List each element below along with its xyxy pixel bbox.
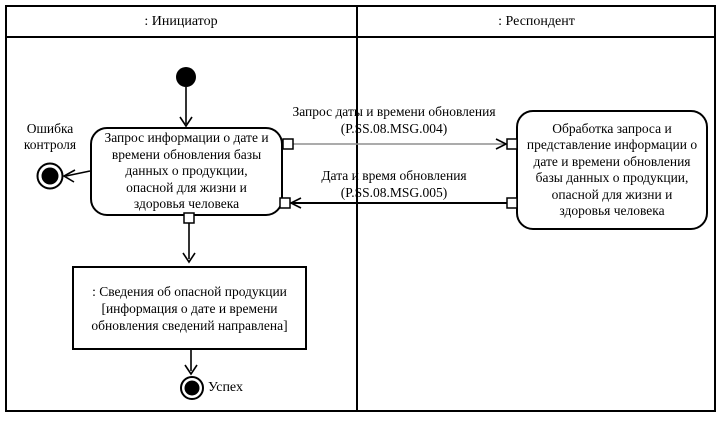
message-response-code: (P.SS.08.MSG.005) bbox=[340, 185, 448, 200]
object-node-state: [информация о дате и времени обновления … bbox=[91, 300, 288, 333]
lane-header-divider bbox=[5, 36, 716, 38]
lane-header-initiator: : Инициатор bbox=[144, 14, 218, 29]
object-node-name: : Сведения об опасной продукции bbox=[92, 283, 287, 299]
activity-initiator-label: Запрос информации о дате и времени обнов… bbox=[104, 130, 269, 212]
activity-respondent-box: Обработка запроса и представление информ… bbox=[516, 110, 708, 230]
object-node-box: : Сведения об опасной продукции [информа… bbox=[72, 266, 307, 350]
lane-header-respondent: : Респондент bbox=[498, 14, 575, 29]
activity-respondent-label: Обработка запроса и представление информ… bbox=[526, 120, 698, 219]
activity-initiator-box: Запрос информации о дате и времени обнов… bbox=[90, 127, 283, 216]
error-final-label: Ошибка контроля bbox=[23, 121, 77, 152]
swimlane-frame bbox=[5, 5, 716, 412]
message-request-label: Запрос даты и времени обновления (P.SS.0… bbox=[274, 103, 514, 137]
message-response-name: Дата и время обновления bbox=[321, 168, 467, 183]
message-request-code: (P.SS.08.MSG.004) bbox=[340, 121, 448, 136]
lane-divider bbox=[356, 5, 358, 412]
message-response-label: Дата и время обновления (P.SS.08.MSG.005… bbox=[274, 167, 514, 201]
success-final-label: Успех bbox=[208, 380, 243, 395]
message-request-name: Запрос даты и времени обновления bbox=[292, 104, 496, 119]
